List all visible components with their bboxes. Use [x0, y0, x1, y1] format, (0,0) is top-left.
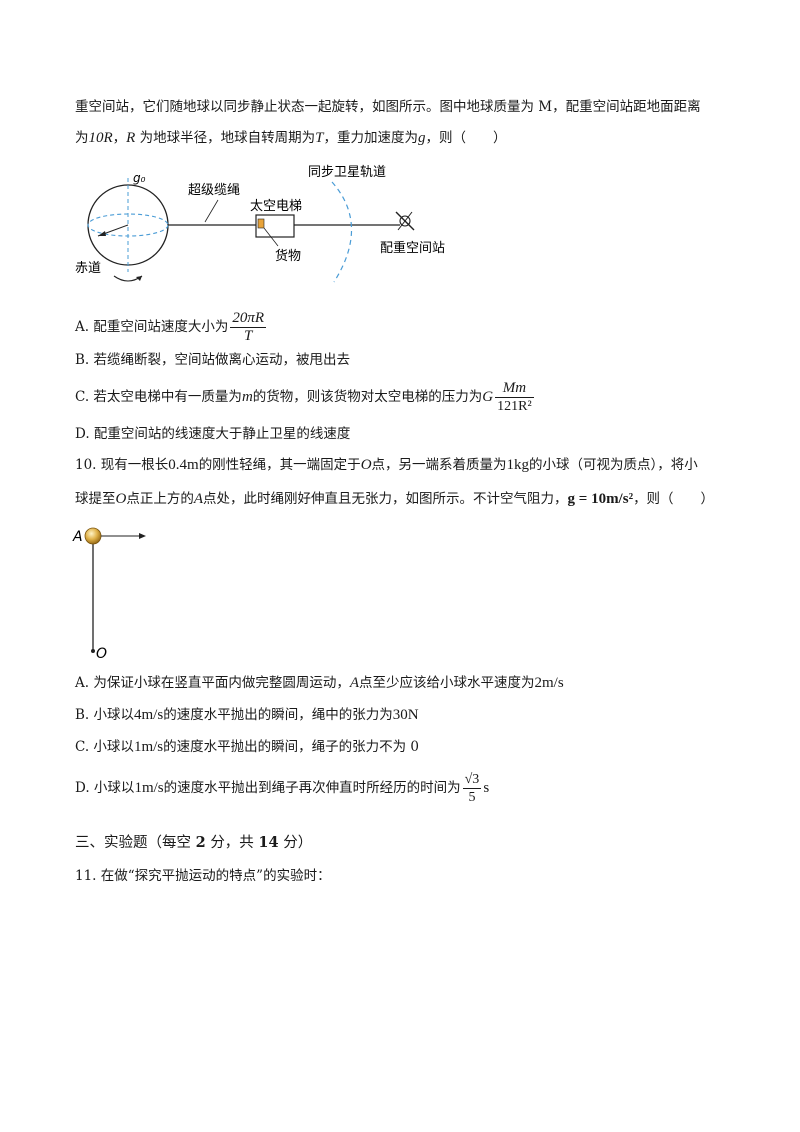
space-elevator-figure: g₀ 赤道 超级缆绳 太空电梯 货物 同步卫星轨道 配重空间站	[75, 165, 445, 283]
label-a: A	[72, 529, 83, 545]
station-label: 配重空间站	[380, 240, 445, 256]
q9-line2: 为10R，R 为地球半径，地球自转周期为T，重力加速度为g，则（ ）	[75, 130, 507, 146]
q9-option-d: D. 配重空间站的线速度大于静止卫星的线速度	[75, 426, 351, 442]
elevator-label: 太空电梯	[250, 199, 302, 214]
cargo-box	[257, 218, 265, 229]
q9-option-b: B. 若缆绳断裂，空间站做离心运动，被甩出去	[75, 352, 351, 368]
pivot-o	[91, 649, 95, 653]
q10-option-c: C. 小球以1m/s的速度水平抛出的瞬间，绳子的张力不为 0	[75, 739, 420, 755]
q10-line2: 球提至O点正上方的A点处，此时绳刚好伸直且无张力，如图所示。不计空气阻力，g =…	[75, 491, 715, 507]
equator-label: 赤道	[75, 261, 101, 276]
q10-option-b: B. 小球以4m/s的速度水平抛出的瞬间，绳中的张力为30N	[75, 707, 419, 723]
cargo-label: 货物	[275, 248, 301, 264]
g0-label: g₀	[133, 171, 146, 185]
q9-line1: 重空间站，它们随地球以同步静止状态一起旋转，如图所示。图中地球质量为 M，配重空…	[75, 99, 701, 115]
orbit-label: 同步卫星轨道	[308, 165, 386, 180]
rope-ball-figure: A O	[72, 527, 146, 660]
q11-line: 11. 在做“探究平抛运动的特点”的实验时：	[75, 868, 331, 884]
arrow-head	[139, 533, 146, 539]
elevator-box	[255, 214, 295, 238]
q10-line1: 10. 现有一根长0.4m的刚性轻绳，其一端固定于O点，另一端系着质量为1kg的…	[75, 457, 698, 473]
cable-label: 超级缆绳	[188, 182, 240, 198]
label-o: O	[96, 646, 107, 660]
orbit-arc	[331, 181, 353, 283]
station-icon	[395, 211, 415, 231]
q10-option-a: A. 为保证小球在竖直平面内做完整圆周运动，A点至少应该给小球水平速度为2m/s	[75, 675, 564, 691]
section-3-heading: 三、实验题（每空 2 分，共 14 分）	[75, 834, 313, 851]
ball	[84, 527, 102, 545]
